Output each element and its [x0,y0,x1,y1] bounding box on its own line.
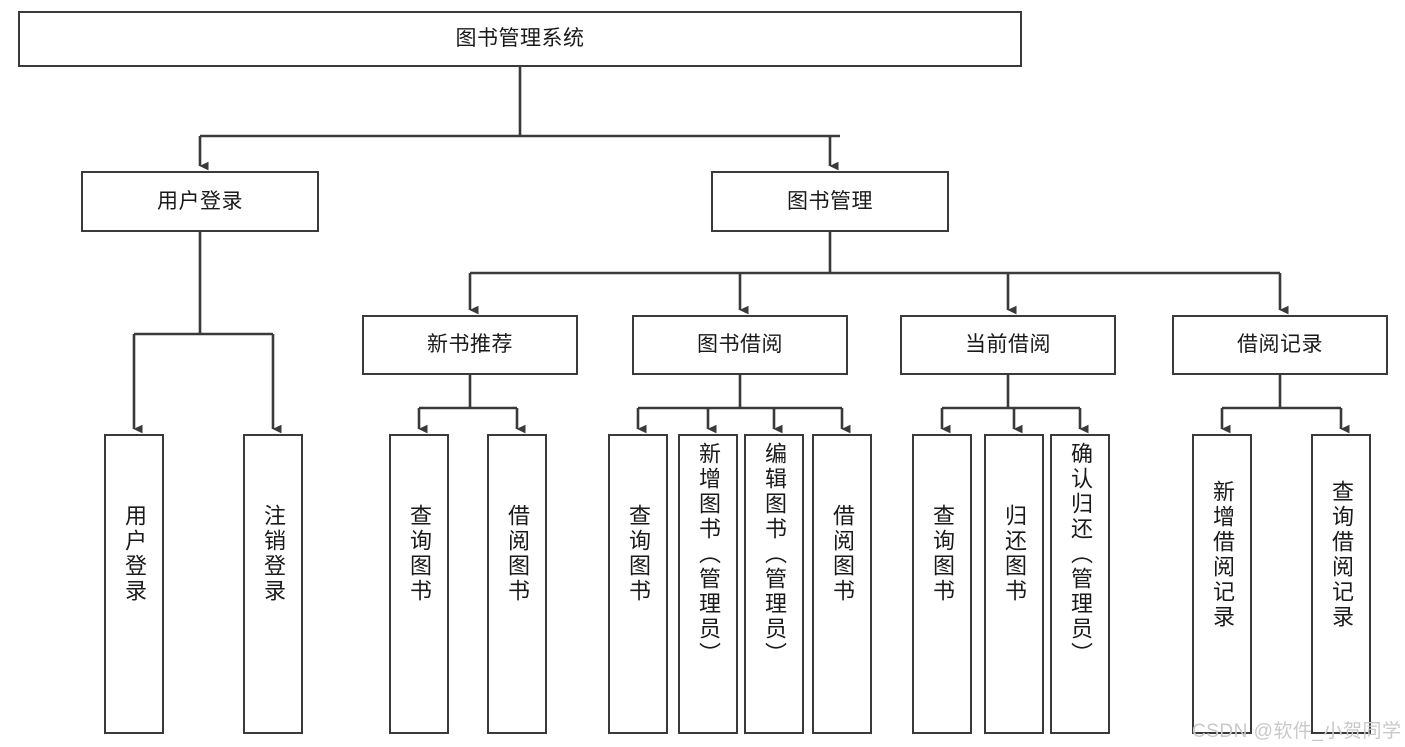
node-new-book-recommend-label: 新书推荐 [427,333,513,357]
node-current-borrow-label: 当前借阅 [965,333,1051,357]
node-new-book-recommend: 新书推荐 [362,315,578,375]
leaf-borrow-book: 借阅图书 [812,434,872,734]
leaf-add-book-admin-label: 新增图书（管理员） [696,442,721,667]
leaf-borrow-book-recommend: 借阅图书 [487,434,547,734]
leaf-query-book-borrow: 查询图书 [608,434,668,734]
watermark: CSDN @软件_小贺同学 [1192,716,1401,743]
node-borrow-record-label: 借阅记录 [1237,333,1323,357]
node-book-management: 图书管理 [711,171,949,232]
leaf-query-book-recommend-label: 查询图书 [407,504,432,604]
leaf-add-borrow-record-label: 新增借阅记录 [1210,480,1235,630]
leaf-query-borrow-record-label: 查询借阅记录 [1329,480,1354,630]
node-user-login: 用户登录 [81,171,319,232]
leaf-return-book-label: 归还图书 [1002,504,1027,604]
leaf-query-book-current: 查询图书 [912,434,972,734]
watermark-text: CSDN @软件_小贺同学 [1192,721,1402,742]
leaf-borrow-book-label: 借阅图书 [830,504,855,604]
leaf-query-book-borrow-label: 查询图书 [626,504,651,604]
leaf-confirm-return-admin-label: 确认归还（管理员） [1068,442,1093,667]
leaf-logout: 注销登录 [243,434,303,734]
node-user-login-label: 用户登录 [157,189,243,213]
node-root: 图书管理系统 [18,11,1022,67]
leaf-edit-book-admin: 编辑图书（管理员） [744,434,804,734]
leaf-logout-label: 注销登录 [261,504,286,604]
node-book-borrow-label: 图书借阅 [697,333,783,357]
node-root-label: 图书管理系统 [455,27,585,51]
leaf-return-book: 归还图书 [984,434,1044,734]
leaf-user-login: 用户登录 [104,434,164,734]
leaf-query-borrow-record: 查询借阅记录 [1311,434,1371,734]
leaf-query-book-current-label: 查询图书 [930,504,955,604]
leaf-borrow-book-recommend-label: 借阅图书 [505,504,530,604]
leaf-add-book-admin: 新增图书（管理员） [678,434,738,734]
leaf-user-login-label: 用户登录 [122,504,147,604]
node-borrow-record: 借阅记录 [1172,315,1388,375]
node-book-management-label: 图书管理 [787,189,873,213]
node-book-borrow: 图书借阅 [632,315,848,375]
leaf-edit-book-admin-label: 编辑图书（管理员） [762,442,787,667]
leaf-query-book-recommend: 查询图书 [389,434,449,734]
leaf-confirm-return-admin: 确认归还（管理员） [1050,434,1110,734]
node-current-borrow: 当前借阅 [900,315,1116,375]
leaf-add-borrow-record: 新增借阅记录 [1192,434,1252,734]
